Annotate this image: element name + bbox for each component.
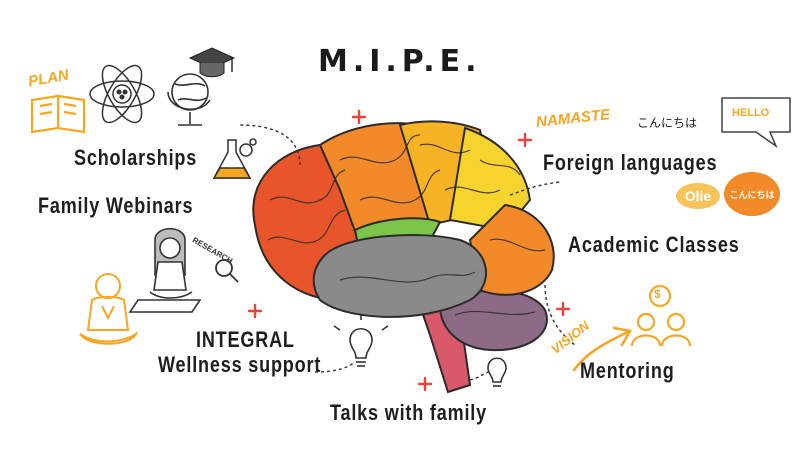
page-title: M.I.P.E. [318, 44, 482, 79]
hello-bubble [721, 97, 791, 149]
label-foreign-languages: Foreign languages [543, 150, 718, 175]
doodle-hello: HELLO [732, 107, 770, 119]
meditating-person-gray [128, 227, 202, 313]
label-scholarships: Scholarships [74, 145, 198, 170]
label-wellness-support: Wellness support [158, 352, 322, 377]
flask-icon [212, 138, 257, 179]
plus-mark-2 [517, 132, 533, 148]
plus-mark-1 [351, 109, 367, 125]
light-bulb-icon-1 [333, 314, 389, 367]
meditating-person-orange [79, 273, 139, 345]
coin-icon: $ [654, 287, 661, 301]
konnichiwa-bubble: こんにちは [724, 172, 780, 216]
arrow-to-talks [469, 371, 489, 381]
lobe-occipital [468, 203, 555, 296]
label-mentoring: Mentoring [580, 358, 675, 383]
olie-bubble: Olie [676, 183, 720, 209]
plus-mark-5 [417, 376, 433, 392]
magnifier-icon [215, 259, 239, 283]
mentoring-people-icon [630, 284, 692, 347]
light-bulb-icon-2 [487, 357, 507, 387]
arrow-to-wellness [314, 361, 356, 373]
arrow-to-scholarships [239, 124, 301, 166]
vision-arrow-icon [572, 326, 633, 372]
doodle-konnichiwa-1: こんにちは [637, 116, 698, 130]
globe-icon [167, 73, 211, 126]
label-integral: INTEGRAL [196, 327, 295, 352]
book-icon [30, 94, 86, 134]
lobe-temporal [312, 234, 487, 318]
plus-mark-4 [555, 301, 571, 317]
label-family-webinars: Family Webinars [38, 193, 194, 218]
brain-illustration [252, 120, 555, 394]
graduation-cap-icon [188, 47, 236, 78]
label-academic-classes: Academic Classes [568, 232, 740, 257]
atom-icon [89, 64, 155, 124]
arrow-to-mentoring [544, 284, 576, 346]
label-talks-with-family: Talks with family [330, 400, 487, 425]
plus-mark-3 [247, 303, 263, 319]
